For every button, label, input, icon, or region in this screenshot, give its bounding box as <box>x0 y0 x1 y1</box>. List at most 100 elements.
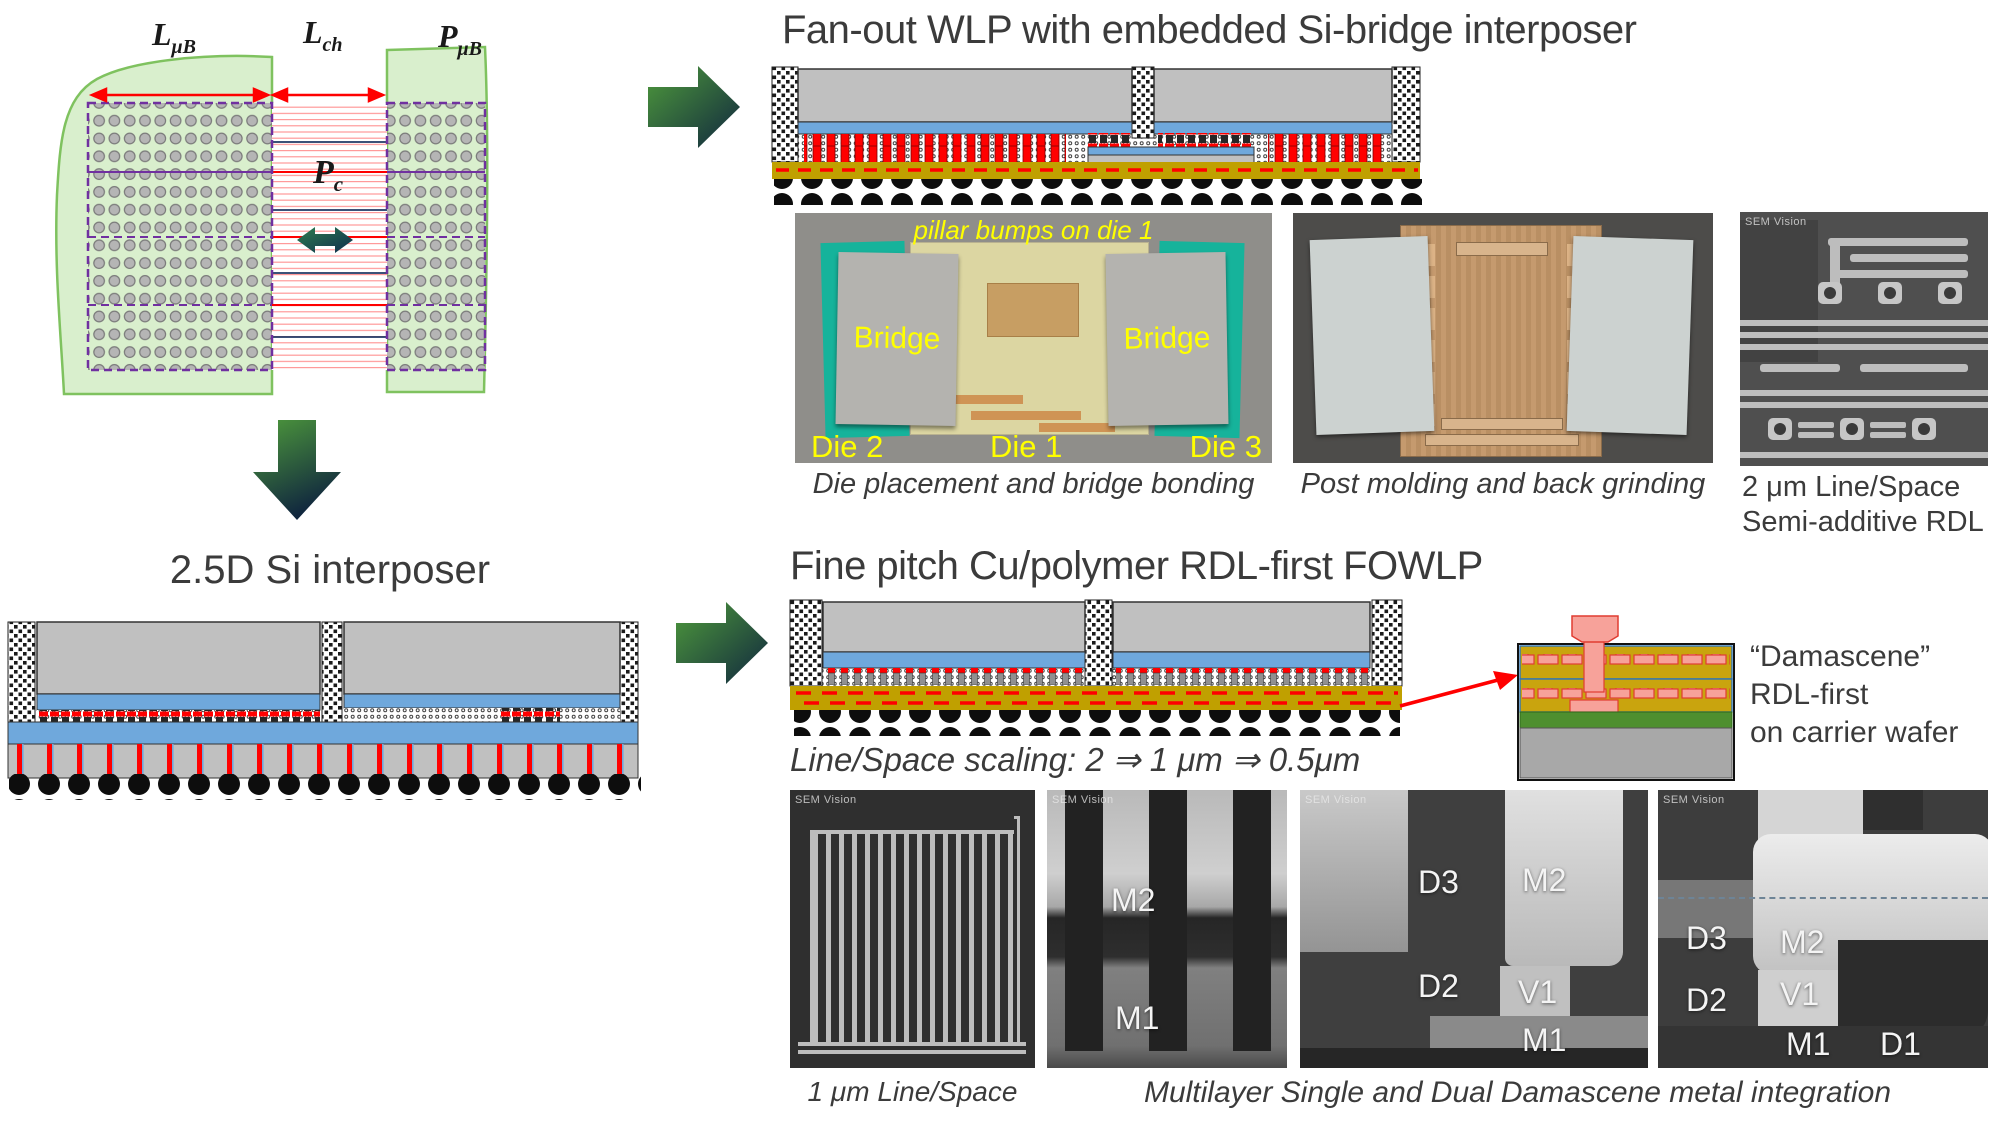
sem-watermark: SEM Vision <box>795 794 857 806</box>
die-3-label: Die 3 <box>1189 429 1262 463</box>
die-2 <box>1112 601 1371 685</box>
fanout-cross-section <box>771 66 1422 205</box>
single-damascene-sem-image: M2 M1 SEM Vision <box>1047 790 1287 1068</box>
damascene-note-line2: RDL-first <box>1750 678 1869 711</box>
sem-watermark: SEM Vision <box>1305 794 1367 806</box>
damascene-metal-row-1 <box>1522 654 1730 678</box>
bridge-right: Bridge <box>1105 251 1229 427</box>
damascene-metal-row-2 <box>1522 688 1730 712</box>
flow-arrow-down-icon <box>253 420 341 520</box>
rdl-first-title: Fine pitch Cu/polymer RDL-first FOWLP <box>790 544 1483 588</box>
pad-row <box>1425 434 1579 446</box>
dual-damascene-sem-image-1: D3 M2 D2 V1 M1 SEM Vision <box>1300 790 1648 1068</box>
label-pc: Pc <box>312 154 344 196</box>
pitch-double-arrow-icon <box>297 227 353 253</box>
dimension-arrow-lch <box>269 87 387 103</box>
die-2 <box>343 621 621 722</box>
m2-label: M2 <box>1780 924 1825 960</box>
damascene-integration-caption: Multilayer Single and Dual Damascene met… <box>1143 1076 1892 1109</box>
d2-d1-region <box>1838 940 1988 1040</box>
grinded-die-left <box>1309 236 1435 435</box>
fowlp-cross-section <box>789 599 1403 736</box>
interposer-title: 2.5D Si interposer <box>169 548 491 592</box>
post-molding-photo <box>1293 213 1713 463</box>
d2-label: D2 <box>1418 968 1459 1004</box>
m2-slab <box>1505 790 1623 966</box>
flow-arrow-right-top-icon <box>648 66 740 148</box>
channel-coarse-traces <box>272 141 387 338</box>
metal-band-left <box>1658 880 1768 938</box>
via-trench <box>1149 790 1187 1052</box>
d1-label: D1 <box>1880 1026 1921 1062</box>
sem-watermark: SEM Vision <box>1745 216 1807 228</box>
flow-arrow-right-bottom-icon <box>676 602 768 684</box>
label-pub: PμB <box>437 18 482 60</box>
pad-row <box>953 395 1023 404</box>
fanout-title: Fan-out WLP with embedded Si-bridge inte… <box>782 8 1637 52</box>
interposer-substrate <box>7 721 639 745</box>
damascene-note: “Damascene” RDL-first on carrier wafer <box>1750 638 1958 752</box>
m1-band <box>1430 1016 1648 1050</box>
damascene-note-line3: on carrier wafer <box>1750 716 1959 749</box>
die-1 <box>36 621 321 722</box>
m1-label: M1 <box>1115 1000 1160 1036</box>
pad-row <box>1441 418 1563 430</box>
carrier-wafer <box>1519 727 1733 779</box>
die-2 <box>1153 68 1393 162</box>
scaling-note: Line/Space scaling: 2 ⇒ 1 μm ⇒ 0.5μm <box>790 741 1361 778</box>
die-1-label: Die 1 <box>990 429 1063 463</box>
solder-bump <box>1571 615 1619 643</box>
label-lub: LμB <box>151 16 196 58</box>
serpentine-pattern <box>810 816 1020 1046</box>
die-placement-photo: Bridge Bridge pillar bumps on die 1 Die … <box>795 213 1272 463</box>
via-trench <box>1065 790 1103 1052</box>
pad-row <box>1039 423 1115 432</box>
pad-row <box>971 411 1081 420</box>
array-dividers <box>88 171 485 306</box>
solder-balls <box>794 710 1400 736</box>
sem-watermark: SEM Vision <box>1052 794 1114 806</box>
bottom-strip <box>1658 1026 1988 1068</box>
dimension-arrow-lub <box>88 87 272 103</box>
die-1 <box>822 601 1086 685</box>
bottom-strip <box>1300 1048 1648 1068</box>
d2-label: D2 <box>1686 982 1727 1018</box>
center-pad-array <box>987 283 1079 337</box>
die-placement-caption: Die placement and bridge bonding <box>812 468 1255 500</box>
bump-via-stem <box>1583 637 1605 693</box>
serpentine-top-bus <box>810 816 1014 834</box>
rdl-sem-caption-line2: Semi-additive RDL <box>1742 506 1984 538</box>
pillar-bumps-note: pillar bumps on die 1 <box>913 215 1154 245</box>
rdl-layer <box>772 162 1420 179</box>
sem-watermark: SEM Vision <box>1663 794 1725 806</box>
damascene-note-line1: “Damascene” <box>1750 640 1931 673</box>
interposer-cross-section <box>7 621 641 800</box>
v1-label: V1 <box>1780 976 1820 1012</box>
m1-label: M1 <box>1786 1026 1831 1062</box>
microbump-pitch-diagram: LμB Lch PμB Pc <box>55 14 489 396</box>
v1-label: V1 <box>1518 974 1558 1010</box>
bridge-right-label: Bridge <box>1123 321 1211 356</box>
m2-label: M2 <box>1522 862 1567 898</box>
d3-label: D3 <box>1418 864 1459 900</box>
rdl-sem-image: SEM Vision <box>1740 212 1988 466</box>
solder-balls <box>9 774 641 800</box>
grinded-die-right <box>1566 235 1694 436</box>
bridge-left-label: Bridge <box>853 321 941 356</box>
pad-row <box>1456 242 1548 256</box>
mold-frame <box>789 599 1403 687</box>
bump-pad <box>1569 699 1619 713</box>
die-2-label: Die 2 <box>811 429 884 463</box>
d3-label: D3 <box>1686 920 1727 956</box>
serpentine-caption: 1 μm Line/Space <box>807 1076 1018 1107</box>
si-bridge <box>1086 133 1255 165</box>
v1-column <box>1758 970 1838 1026</box>
rdl-sem-art <box>1740 212 1988 466</box>
via-trench <box>1233 790 1271 1052</box>
serpentine-sem-image: SEM Vision <box>790 790 1035 1068</box>
damascene-pointer-arrow-icon <box>1399 671 1518 708</box>
grind-line <box>1658 897 1988 899</box>
v1-column <box>1500 966 1570 1016</box>
damascene-inset <box>1517 615 1735 781</box>
